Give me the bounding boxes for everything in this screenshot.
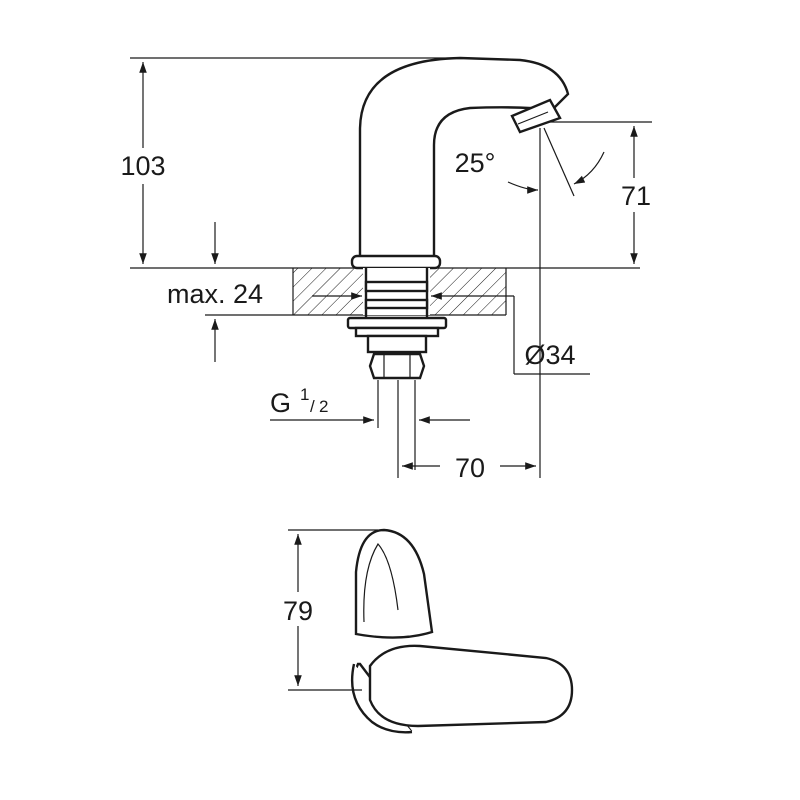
dim-projection: 70	[397, 380, 536, 483]
side-view: 103 71 25° max. 24	[110, 56, 660, 483]
dim-thread: G 1 / 2	[270, 380, 470, 470]
dim-mounting-thickness: max. 24	[167, 222, 263, 362]
projection-label: 70	[455, 453, 485, 483]
height-total-label: 103	[120, 151, 165, 181]
spout-body	[350, 56, 570, 270]
svg-text:/: /	[310, 397, 315, 416]
dim-height-total: 103	[110, 57, 470, 264]
hex-connector	[368, 352, 426, 380]
washer	[346, 316, 448, 330]
hole-diameter-label: Ø34	[524, 340, 575, 370]
height-spout-label: 71	[621, 181, 651, 211]
top-depth-label: 79	[283, 596, 313, 626]
mounting-hardware	[346, 268, 448, 380]
top-view: 79	[272, 528, 574, 734]
thread-fraction-denominator: 2	[319, 397, 328, 416]
aerator	[510, 98, 562, 134]
top-body	[368, 644, 574, 728]
thread-fraction-numerator: 1	[300, 385, 309, 404]
thread-label: G	[270, 388, 291, 418]
dim-hole-diameter: Ø34	[312, 292, 590, 375]
base-flange	[350, 254, 442, 270]
mounting-thickness-label: max. 24	[167, 279, 263, 309]
dim-spray-angle: 25°	[455, 127, 605, 478]
dim-height-spout: 71	[550, 121, 660, 264]
spray-angle-label: 25°	[455, 148, 496, 178]
